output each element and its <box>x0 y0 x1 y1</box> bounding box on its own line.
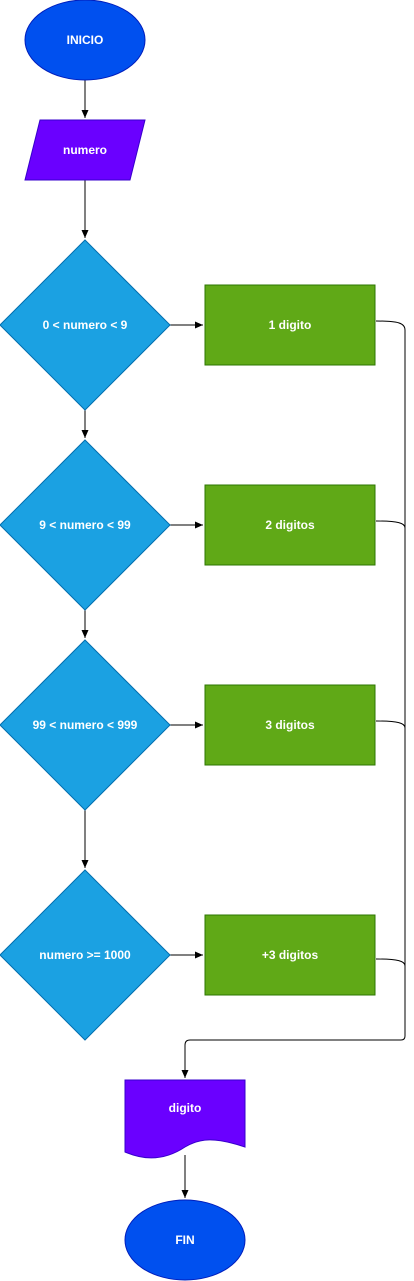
decision-diamond-2 <box>0 439 171 611</box>
start-node: INICIO <box>24 0 146 81</box>
end-ellipse <box>124 1199 246 1281</box>
start-ellipse <box>24 0 146 81</box>
edge-process-3-to-collector <box>375 720 406 729</box>
decision-label-4: numero >= 1000 <box>39 948 131 962</box>
edge-process-1-to-collector <box>375 320 406 331</box>
decision-diamond-3 <box>0 639 171 811</box>
process-label-3: 3 digitos <box>265 718 315 732</box>
process-node-3: 3 digitos <box>204 684 376 766</box>
edge-process-2-to-collector <box>375 520 406 529</box>
end-node: FIN <box>124 1199 246 1281</box>
process-label-4: +3 digitos <box>262 948 319 962</box>
decision-node-1: 0 < numero < 9 <box>0 239 171 411</box>
edge-collector-to-output <box>181 330 406 1078</box>
process-node-2: 2 digitos <box>204 484 376 566</box>
decision-label-3: 99 < numero < 999 <box>33 718 138 732</box>
output-document-shape <box>124 1079 246 1159</box>
edges <box>81 80 406 1198</box>
process-label-2: 2 digitos <box>265 518 315 532</box>
decision-label-2: 9 < numero < 99 <box>39 518 131 532</box>
process-node-1: 1 digito <box>204 284 376 366</box>
decision-diamond-1 <box>0 239 171 411</box>
end-label: FIN <box>175 1233 194 1247</box>
process-label-1: 1 digito <box>269 318 312 332</box>
decision-label-1: 0 < numero < 9 <box>43 318 128 332</box>
process-box-2 <box>204 484 376 566</box>
start-label: INICIO <box>67 33 104 47</box>
process-box-3 <box>204 684 376 766</box>
decision-diamond-4 <box>0 869 171 1041</box>
output-node: digito <box>124 1079 246 1159</box>
input-parallelogram <box>24 119 146 181</box>
decision-node-3: 99 < numero < 999 <box>0 639 171 811</box>
input-node: numero <box>24 119 146 181</box>
decision-node-2: 9 < numero < 99 <box>0 439 171 611</box>
process-box-4 <box>204 914 376 996</box>
process-node-4: +3 digitos <box>204 914 376 996</box>
input-label: numero <box>63 143 107 157</box>
output-label: digito <box>169 1101 202 1115</box>
decision-node-4: numero >= 1000 <box>0 869 171 1041</box>
edge-process-4-to-collector <box>375 958 406 967</box>
process-box-1 <box>204 284 376 366</box>
